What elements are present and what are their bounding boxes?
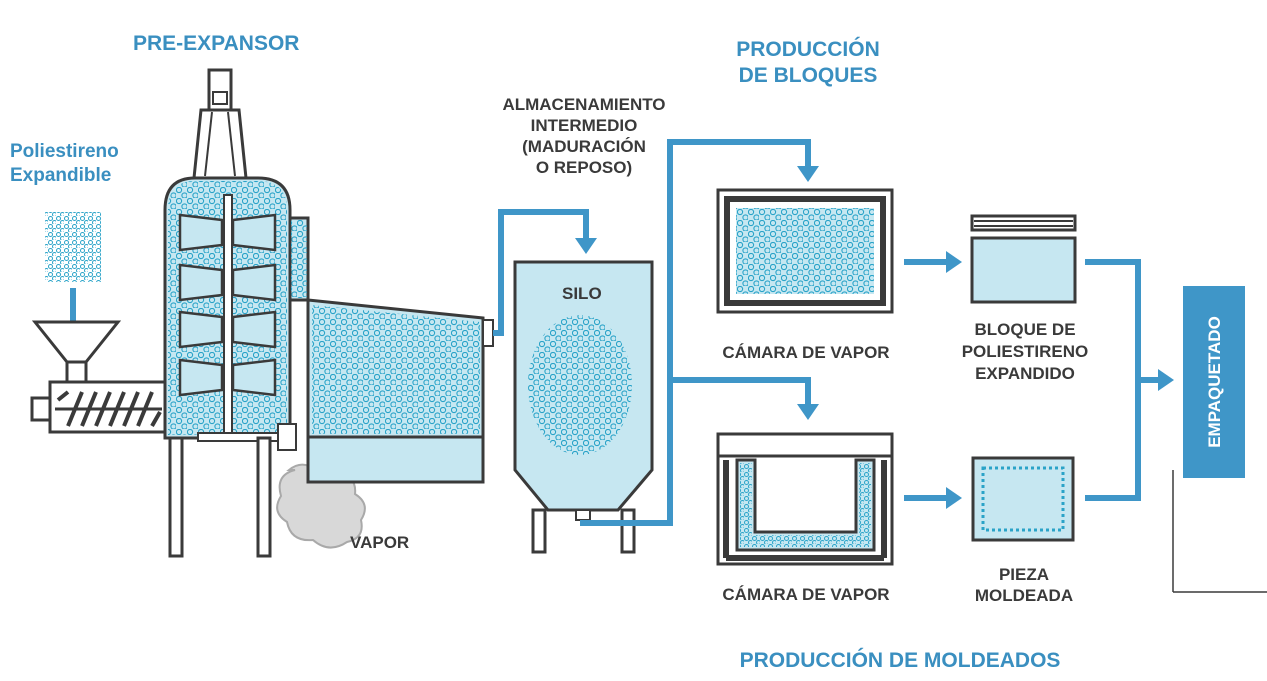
storage-label-line3: (MADURACIÓN <box>522 137 646 156</box>
block-chamber-label: CÁMARA DE VAPOR <box>722 343 889 362</box>
raw-material-label-line2: Expandible <box>10 165 111 186</box>
block-production-title-line2: DE BLOQUES <box>739 64 878 87</box>
block-label-line3: EXPANDIDO <box>975 364 1075 383</box>
molding-chamber-label: CÁMARA DE VAPOR <box>722 585 889 604</box>
eps-block <box>970 214 1077 304</box>
packaging-area <box>1172 286 1267 593</box>
arrow-chamber-to-block <box>904 251 962 273</box>
molding-production-title: PRODUCCIÓN DE MOLDEADOS <box>740 648 1061 672</box>
arrow-chamber-to-piece <box>904 487 962 509</box>
pre-expansor-title: PRE-EXPANSOR <box>133 32 299 55</box>
arrow-products-to-packaging <box>1085 259 1174 501</box>
pre-expander <box>163 68 297 558</box>
silo-label: SILO <box>562 284 602 303</box>
molding-steam-chamber <box>716 432 894 566</box>
transfer-chute <box>288 216 310 302</box>
block-steam-chamber <box>716 188 894 314</box>
piece-label-line1: PIEZA <box>999 565 1049 584</box>
storage-label-line4: O REPOSO) <box>536 158 632 177</box>
block-production-title-line1: PRODUCCIÓN <box>736 37 880 61</box>
fluid-bed-dryer <box>306 298 494 484</box>
falling-beads <box>45 212 101 282</box>
storage-label-line2: INTERMEDIO <box>531 116 638 135</box>
silo <box>513 260 654 554</box>
screw-feeder <box>30 380 167 434</box>
arrow-silo-to-chambers <box>580 139 819 526</box>
arrow-dryer-to-silo <box>493 209 597 336</box>
raw-material-label-line1: Poliestireno <box>10 141 119 162</box>
packaging-label: EMPAQUETADO <box>1205 316 1224 448</box>
block-label-line2: POLIESTIRENO <box>962 342 1089 361</box>
piece-label-line2: MOLDEADA <box>975 586 1073 605</box>
storage-label-line1: ALMACENAMIENTO <box>502 95 665 114</box>
vapor-label: VAPOR <box>350 533 409 552</box>
molded-piece <box>971 456 1075 542</box>
hopper <box>31 320 122 384</box>
block-label-line1: BLOQUE DE <box>974 320 1075 339</box>
